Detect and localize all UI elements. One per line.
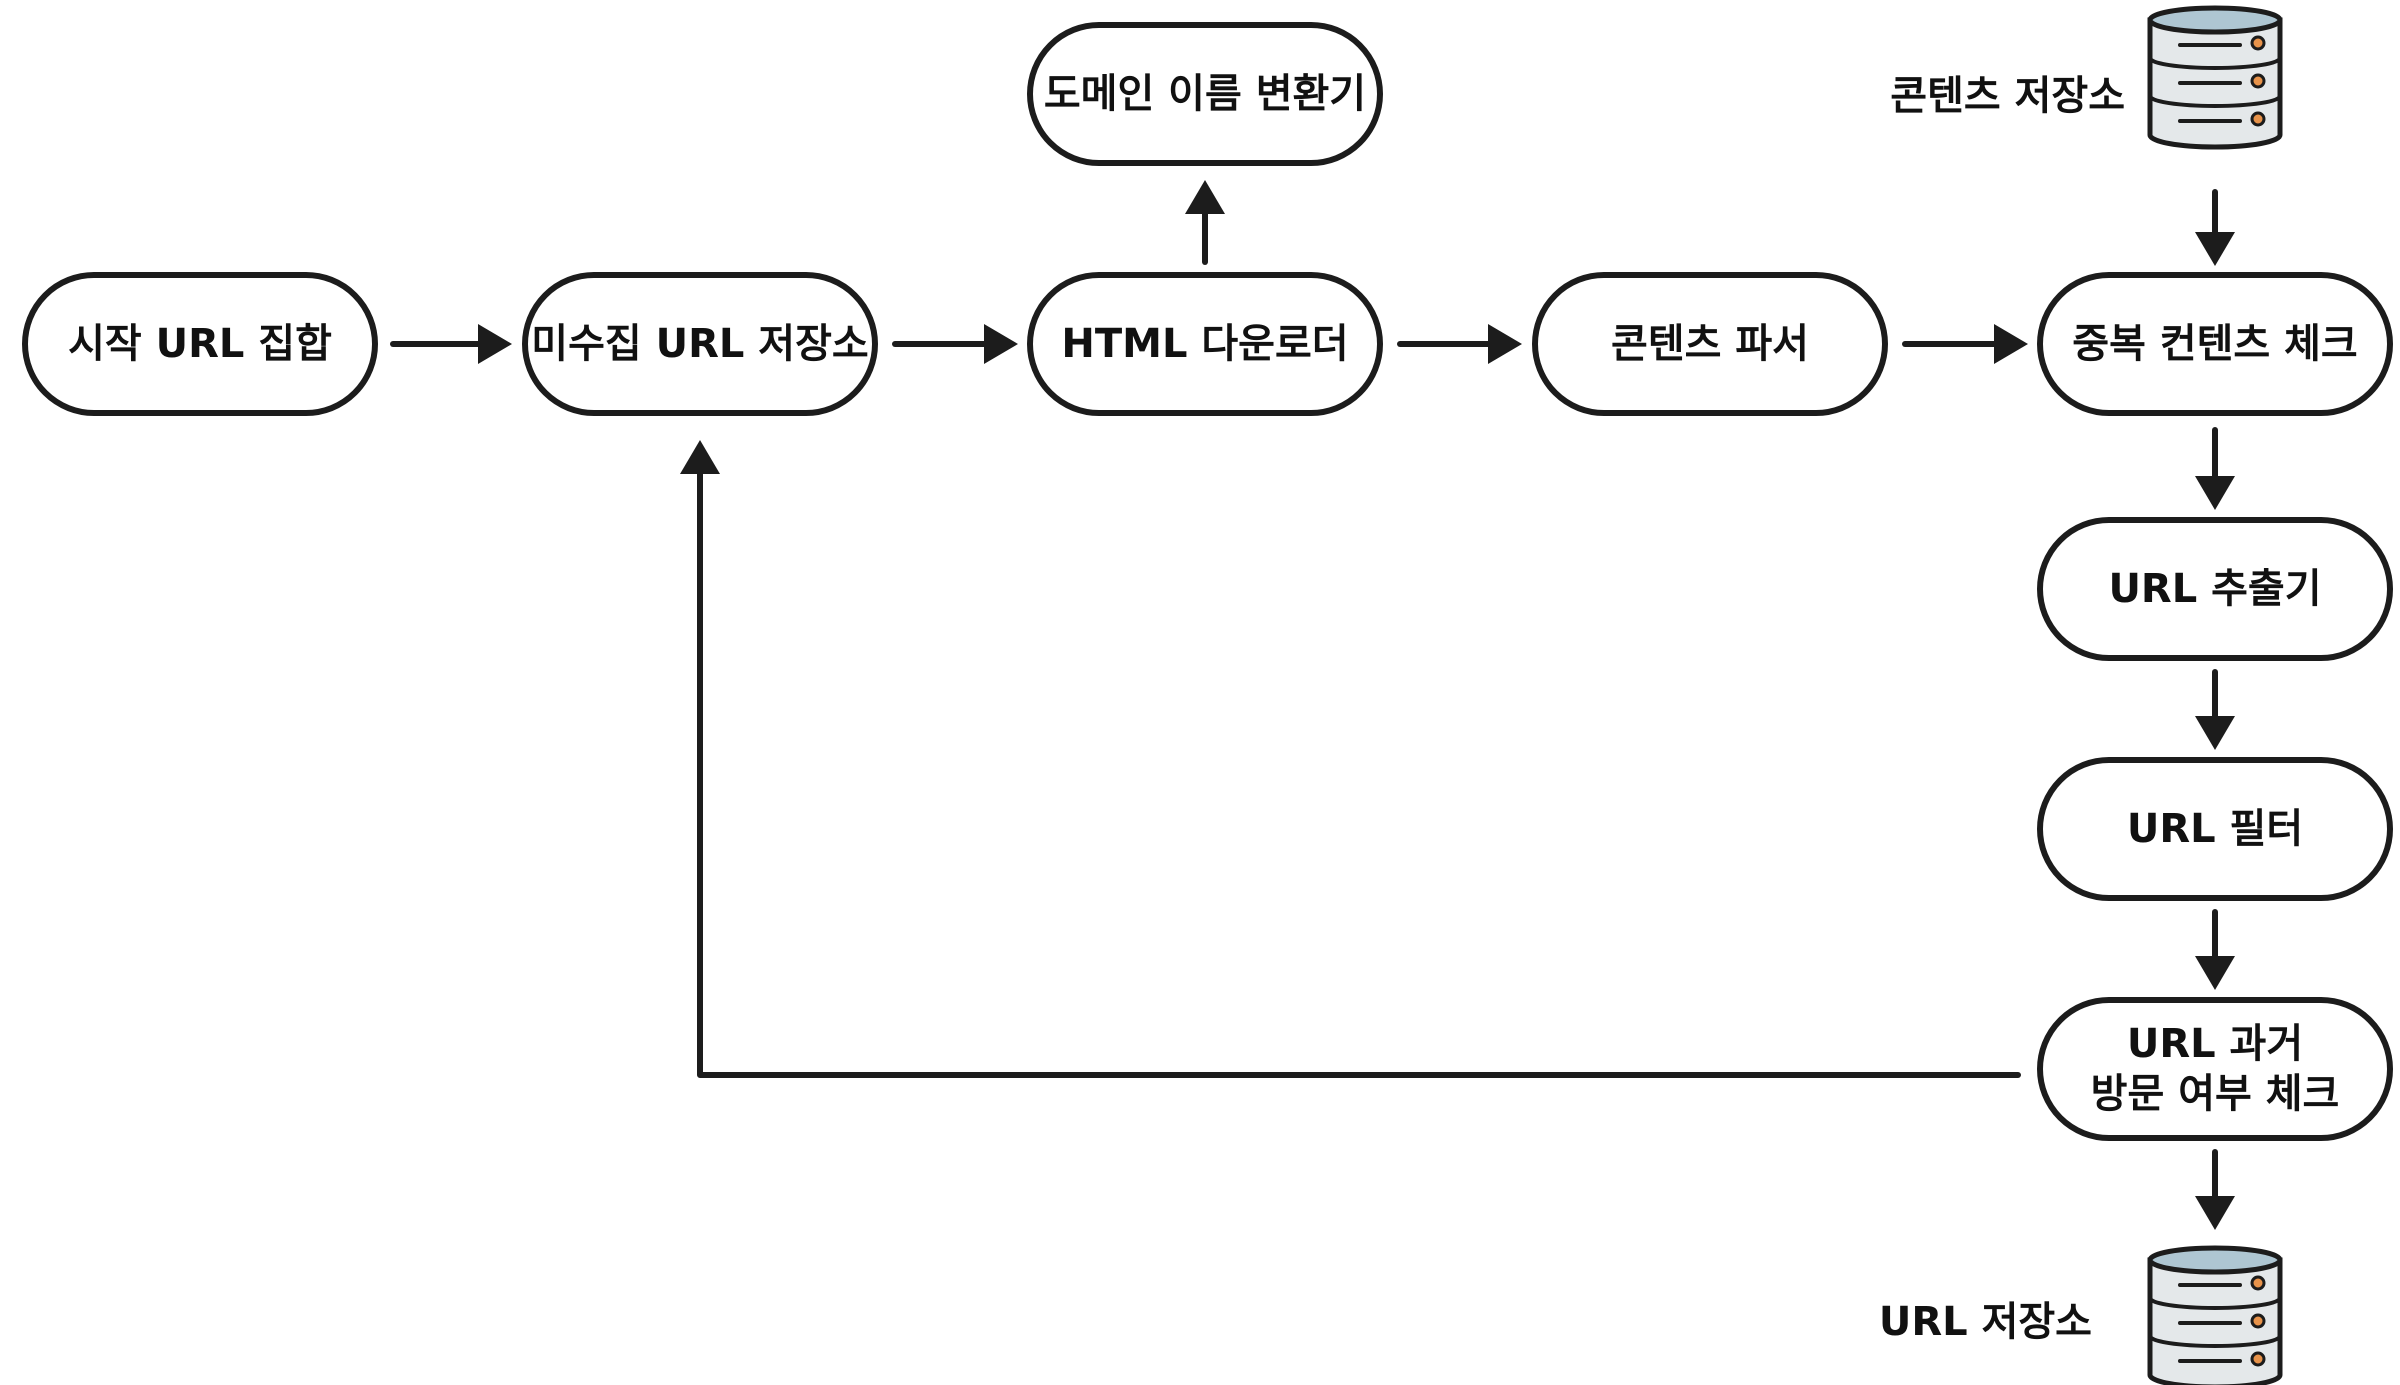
node-content-parser: 콘텐츠 파서	[1532, 272, 1888, 416]
node-seed-urls-label: 시작 URL 집합	[68, 321, 332, 367]
node-url-seen: URL 과거 방문 여부 체크	[2037, 997, 2393, 1141]
arrow-filter-to-url-seen	[2195, 909, 2235, 990]
arrow-extractor-to-filter	[2195, 669, 2235, 750]
arrow-url-seen-to-frontier	[680, 440, 2021, 1078]
node-frontier-label: 미수집 URL 저장소	[531, 321, 868, 367]
content-storage-label: 콘텐츠 저장소	[1890, 73, 2125, 119]
url-storage-label: URL 저장소	[1879, 1299, 2092, 1345]
arrow-content-seen-to-extractor	[2195, 427, 2235, 510]
arrow-content-storage-to-content-seen	[2195, 189, 2235, 266]
node-url-extractor: URL 추출기	[2037, 517, 2393, 661]
url-storage: URL 저장소	[1879, 1245, 2283, 1385]
arrow-url-seen-to-url-storage	[2195, 1149, 2235, 1230]
node-url-filter-label: URL 필터	[2127, 806, 2303, 852]
arrow-frontier-to-downloader	[892, 324, 1018, 364]
arrow-seed-to-frontier	[390, 324, 512, 364]
node-content-seen: 중복 컨텐츠 체크	[2037, 272, 2393, 416]
arrow-downloader-to-parser	[1397, 324, 1522, 364]
node-frontier: 미수집 URL 저장소	[522, 272, 878, 416]
node-seed-urls: 시작 URL 집합	[22, 272, 378, 416]
node-content-parser-label: 콘텐츠 파서	[1611, 321, 1809, 367]
arrow-parser-to-content-seen	[1902, 324, 2028, 364]
node-url-seen-label-line1: URL 과거	[2127, 1021, 2303, 1067]
node-downloader: HTML 다운로더	[1027, 272, 1383, 416]
node-dns-resolver-label: 도메인 이름 변환기	[1044, 71, 1366, 117]
database-icon	[2147, 1245, 2283, 1385]
node-dns-resolver: 도메인 이름 변환기	[1027, 22, 1383, 166]
node-url-extractor-label: URL 추출기	[2108, 566, 2321, 612]
node-url-seen-label-line2: 방문 여부 체크	[2091, 1071, 2340, 1117]
arrow-downloader-to-dns	[1185, 180, 1225, 265]
database-icon	[2147, 5, 2283, 150]
node-downloader-label: HTML 다운로더	[1061, 321, 1348, 367]
content-storage: 콘텐츠 저장소	[1890, 5, 2283, 150]
node-url-filter: URL 필터	[2037, 757, 2393, 901]
node-content-seen-label: 중복 컨텐츠 체크	[2072, 321, 2357, 367]
